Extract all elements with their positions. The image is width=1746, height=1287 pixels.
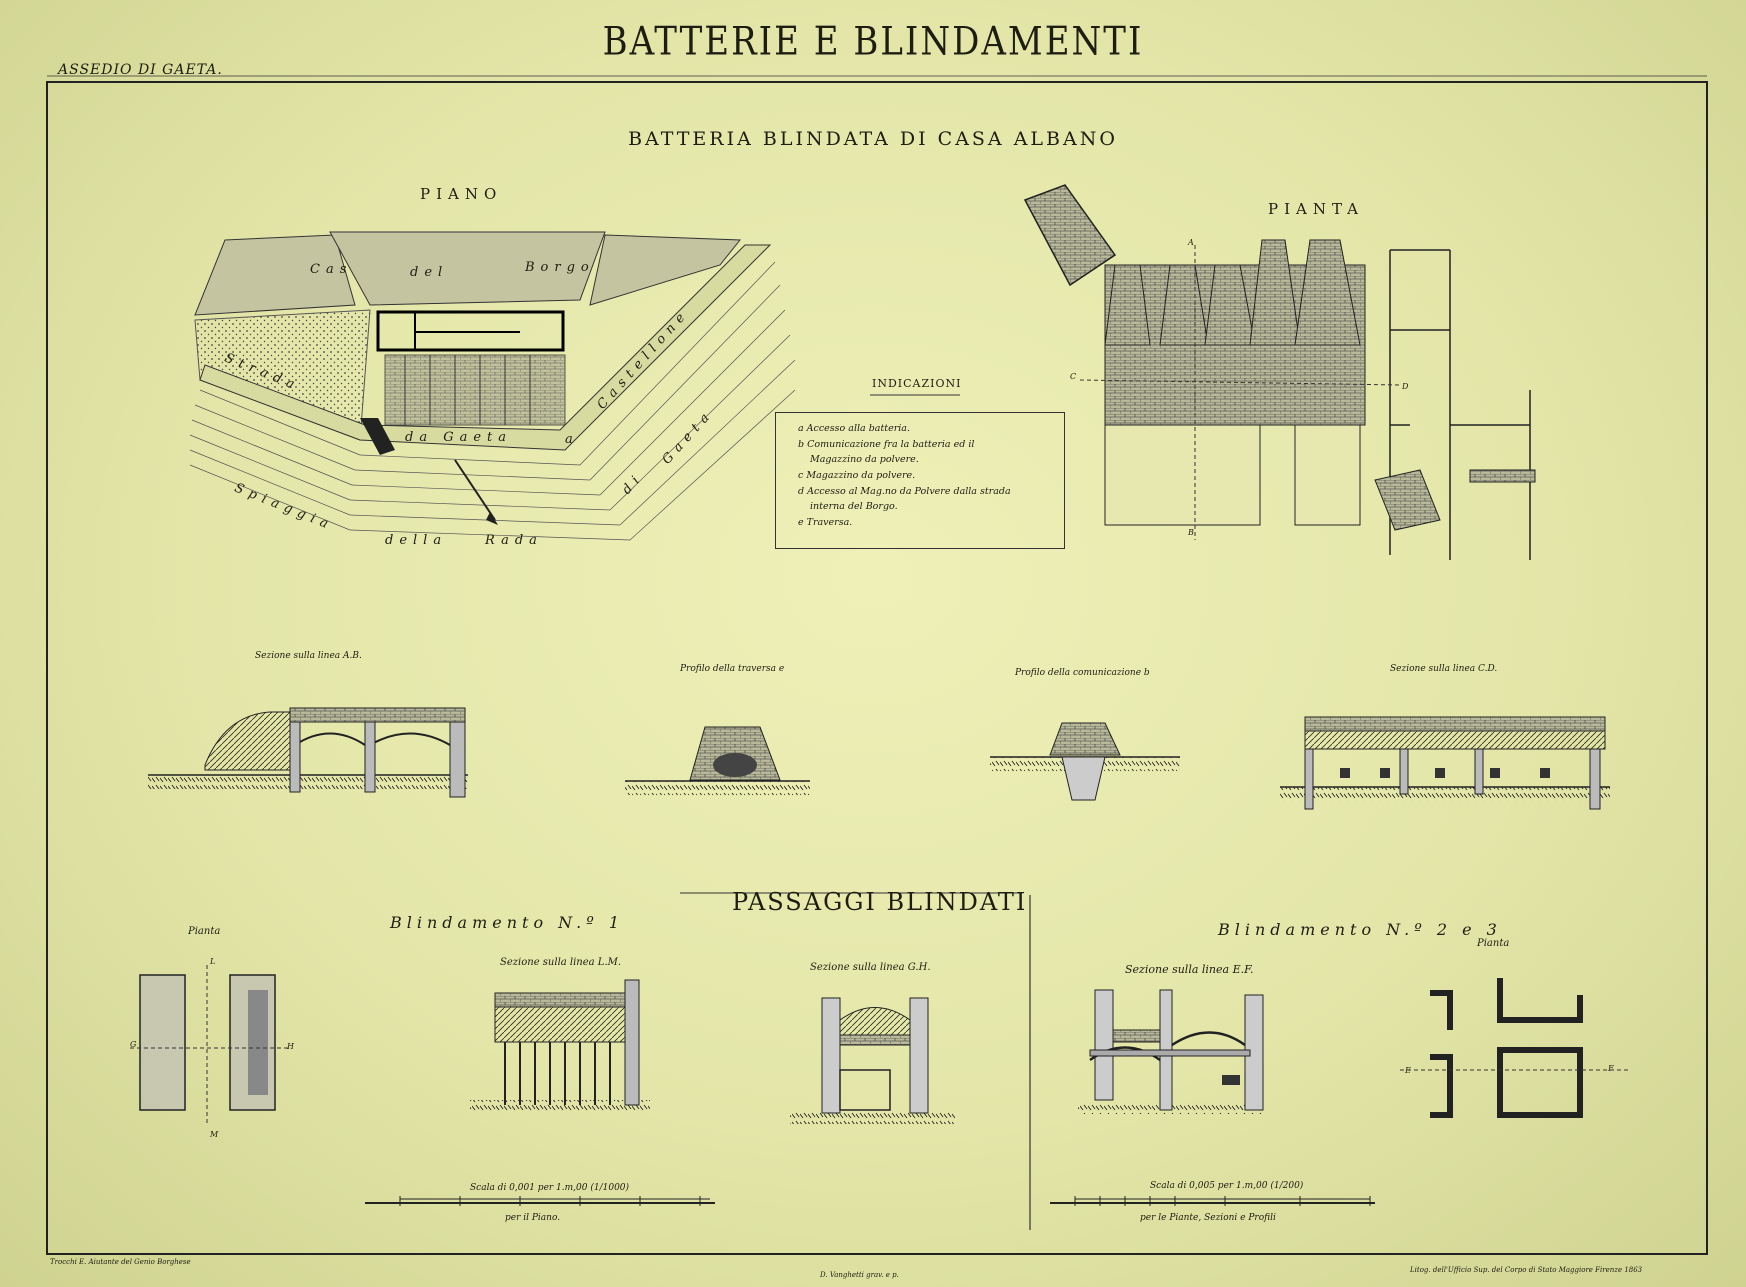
- plan-letter: B: [1188, 528, 1194, 537]
- scale-left-sub: per il Piano.: [505, 1213, 561, 1223]
- blindamento1-sezione-gh: [790, 997, 955, 1124]
- map-label: Rada: [485, 533, 543, 548]
- footer-center: D. Vanghetti grav. e p.: [820, 1271, 899, 1279]
- blindamento1-pianta: [130, 965, 290, 1125]
- section-letter: H: [287, 1042, 294, 1051]
- caption-lm: Sezione sulla linea L.M.: [500, 957, 622, 968]
- piano-label: PIANO: [420, 185, 503, 203]
- map-label: Cas: [310, 262, 353, 277]
- section-letter: L: [210, 957, 216, 966]
- map-label: del: [410, 265, 449, 280]
- blindamento23-title: Blindamento N.º 2 e 3: [1218, 920, 1502, 939]
- blindamento23-sezione-ef: [1078, 989, 1264, 1114]
- section-letter: G: [130, 1040, 137, 1049]
- caption-ab: Sezione sulla linea A.B.: [255, 651, 362, 661]
- scale-left-title: Scala di 0,001 per 1.m,00 (1/1000): [470, 1183, 630, 1193]
- plan-letter: D: [1402, 382, 1409, 391]
- blindamento1-sezione-lm: [470, 979, 650, 1112]
- caption-gh: Sezione sulla linea G.H.: [810, 962, 931, 973]
- scale-bar-right: [1050, 1196, 1375, 1206]
- section-letter: E: [1405, 1066, 1411, 1075]
- map-label: Borgo: [525, 260, 595, 275]
- footer-left: Trocchi E. Aiutante del Genio Borghese: [50, 1258, 191, 1266]
- section-traversa: [625, 726, 810, 795]
- blindamento23-pianta: [1400, 978, 1630, 1118]
- battery-title: BATTERIA BLINDATA DI CASA ALBANO: [628, 128, 1118, 150]
- legend-title: INDICAZIONI: [872, 377, 962, 390]
- scale-bar-left: [365, 1196, 715, 1206]
- caption-pianta1: Pianta: [188, 926, 221, 937]
- footer-right: Litog. dell'Ufficio Sup. del Corpo di St…: [1410, 1266, 1643, 1274]
- caption-pianta2: Pianta: [1477, 938, 1510, 949]
- caption-traversa: Profilo della traversa e: [680, 664, 785, 674]
- section-ab: [148, 707, 468, 798]
- pianta-plan: [1023, 184, 1536, 560]
- caption-cd: Sezione sulla linea C.D.: [1390, 664, 1498, 674]
- scale-right-title: Scala di 0,005 per 1.m,00 (1/200): [1150, 1181, 1304, 1191]
- legend-item: Magazzino da polvere.: [810, 454, 919, 465]
- legend-item: d Accesso al Mag.no da Polvere dalla str…: [798, 486, 1011, 497]
- blindamento1-title: Blindamento N.º 1: [390, 913, 625, 932]
- outer-frame: [46, 81, 1708, 1255]
- scale-right-sub: per le Piante, Sezioni e Profili: [1140, 1213, 1276, 1223]
- piano-map: [189, 231, 796, 541]
- map-label: da Gaeta: [405, 430, 513, 445]
- section-letter: F: [1608, 1064, 1614, 1073]
- legend-item: interna del Borgo.: [810, 501, 898, 512]
- caption-comunicazione: Profilo della comunicazione b: [1015, 668, 1150, 678]
- corner-label: ASSEDIO DI GAETA.: [58, 62, 223, 78]
- plan-letter: A: [1188, 238, 1194, 247]
- map-label: a: [565, 432, 579, 447]
- caption-ef: Sezione sulla linea E.F.: [1125, 963, 1254, 976]
- map-label: della: [385, 533, 448, 548]
- pianta-label: PIANTA: [1268, 200, 1364, 218]
- legend-item: e Traversa.: [798, 517, 853, 528]
- legend-item: a Accesso alla batteria.: [798, 423, 910, 434]
- passaggi-title: PASSAGGI BLINDATI: [732, 888, 1028, 916]
- section-comunicazione: [990, 722, 1180, 801]
- legend-box: a Accesso alla batteria. b Comunicazione…: [775, 412, 1065, 549]
- legend-item: b Comunicazione fra la batteria ed il: [798, 439, 975, 450]
- section-cd: [1280, 716, 1610, 810]
- section-letter: M: [210, 1130, 219, 1139]
- plan-letter: C: [1070, 372, 1077, 381]
- legend-item: c Magazzino da polvere.: [798, 470, 916, 481]
- main-title: BATTERIE E BLINDAMENTI: [602, 19, 1144, 65]
